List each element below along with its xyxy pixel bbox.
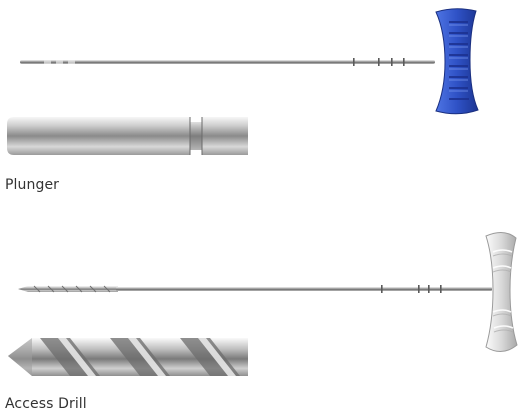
drill-caption: Access Drill (5, 396, 87, 412)
plunger-shaft-markings (44, 58, 405, 66)
plunger-shaft (20, 60, 435, 64)
drill-instrument (18, 232, 518, 352)
plunger-caption: Plunger (5, 177, 60, 193)
drill-shaft-markings (381, 285, 442, 293)
drill-shaft (116, 287, 492, 291)
drill-tip-detail (8, 338, 248, 376)
plunger-tip-detail (7, 117, 248, 155)
plunger-tip-groove (190, 122, 202, 150)
drill-handle (485, 232, 518, 352)
plunger-instrument (20, 8, 479, 115)
plunger-handle (435, 8, 479, 115)
